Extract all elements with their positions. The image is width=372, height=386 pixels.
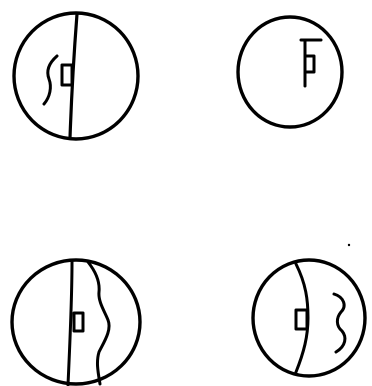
right-wavy-line	[88, 262, 109, 384]
small-rectangle	[305, 56, 314, 72]
left-curved-stroke	[44, 56, 57, 104]
panel-bottom-right	[253, 260, 365, 376]
left-divider-line	[68, 262, 72, 385]
right-curved-stroke	[334, 294, 345, 352]
small-rectangle	[74, 313, 83, 331]
panel-top-right	[238, 17, 342, 127]
small-rectangle	[62, 65, 72, 85]
panel-bottom-left	[12, 260, 140, 385]
panel-circle	[12, 260, 140, 384]
ink-speck	[348, 244, 350, 246]
small-rectangle	[296, 310, 307, 329]
panel-top-left	[14, 13, 138, 139]
panel-circle	[238, 17, 342, 127]
